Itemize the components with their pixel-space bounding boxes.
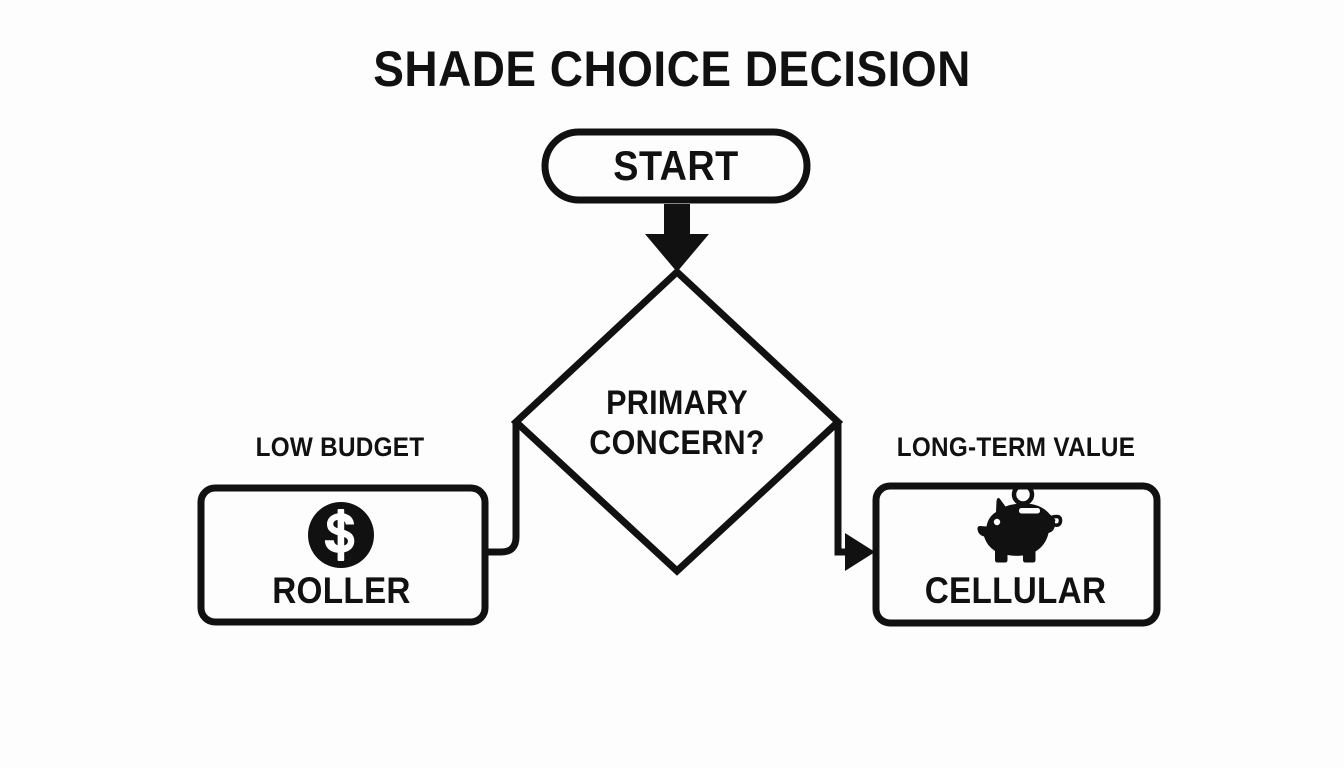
edge-label-low-budget: LOW BUDGET xyxy=(255,432,425,462)
cellular-node-label: CELLULAR xyxy=(924,570,1107,611)
start-node-label: START xyxy=(613,142,739,189)
connector-decision-to-cellular xyxy=(834,422,875,571)
start-node-shape[interactable] xyxy=(541,128,811,204)
decision-label-line2: CONCERN? xyxy=(589,424,765,462)
roller-node-label: ROLLER xyxy=(272,570,411,611)
dollar-coin-icon xyxy=(308,502,374,568)
piggy-bank-icon xyxy=(977,484,1063,563)
page-title: SHADE CHOICE DECISION xyxy=(373,41,971,97)
decision-node-label: PRIMARY CONCERN? xyxy=(533,383,821,463)
decision-label-line1: PRIMARY xyxy=(606,384,748,422)
decision-node-shape[interactable] xyxy=(510,267,844,576)
edge-label-long-term-value: LONG-TERM VALUE xyxy=(896,432,1136,462)
connector-start-to-decision-arrow xyxy=(645,204,709,272)
connector-decision-to-roller xyxy=(485,422,520,556)
